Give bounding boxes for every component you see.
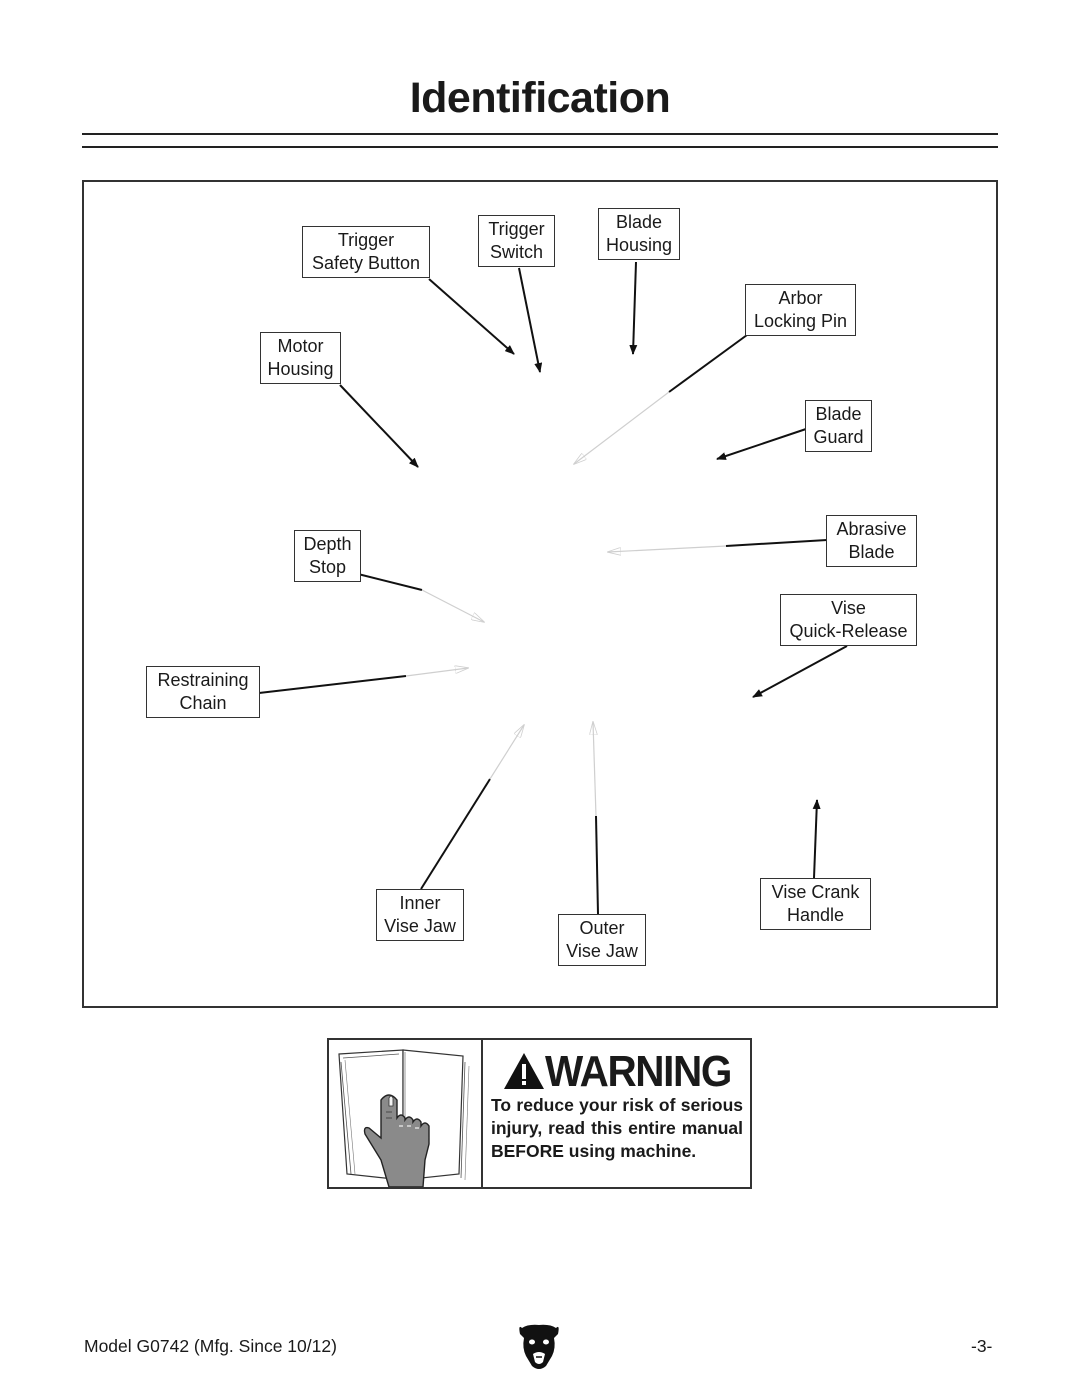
bear-logo-icon [516, 1322, 562, 1372]
title-rule-top [82, 133, 998, 135]
arrow-arbor-locking-pin [668, 334, 748, 393]
arrow-motor-housing [339, 384, 419, 468]
title-rule-bottom [82, 146, 998, 148]
arrow-depth-stop [357, 573, 423, 591]
arrow-trigger-switch [518, 267, 543, 373]
arrow-vise-crank-handle [812, 799, 821, 879]
arrow-inner-vise-jaw [420, 778, 491, 890]
warning-heading: WARNING [545, 1047, 732, 1096]
footer-model: Model G0742 (Mfg. Since 10/12) [84, 1336, 337, 1356]
open-manual-icon [329, 1040, 483, 1188]
arrow-blade-guard [716, 428, 807, 460]
warning-box: WARNING To reduce your risk of serious i… [327, 1038, 752, 1189]
arrow-abrasive-blade [725, 539, 828, 547]
footer-page-number: -3- [971, 1336, 993, 1356]
arrow-trigger-safety-button [428, 278, 515, 355]
page-title: Identification [409, 74, 671, 122]
arrow-restraining-chain [258, 675, 407, 694]
warning-message: To reduce your risk of serious injury, r… [491, 1095, 743, 1161]
arrow-vise-quick-release [752, 645, 848, 698]
callout-arrows [258, 261, 848, 915]
arrow-outer-vise-jaw [595, 815, 599, 915]
arrow-blade-housing [629, 261, 638, 355]
warning-triangle-icon [504, 1053, 544, 1089]
